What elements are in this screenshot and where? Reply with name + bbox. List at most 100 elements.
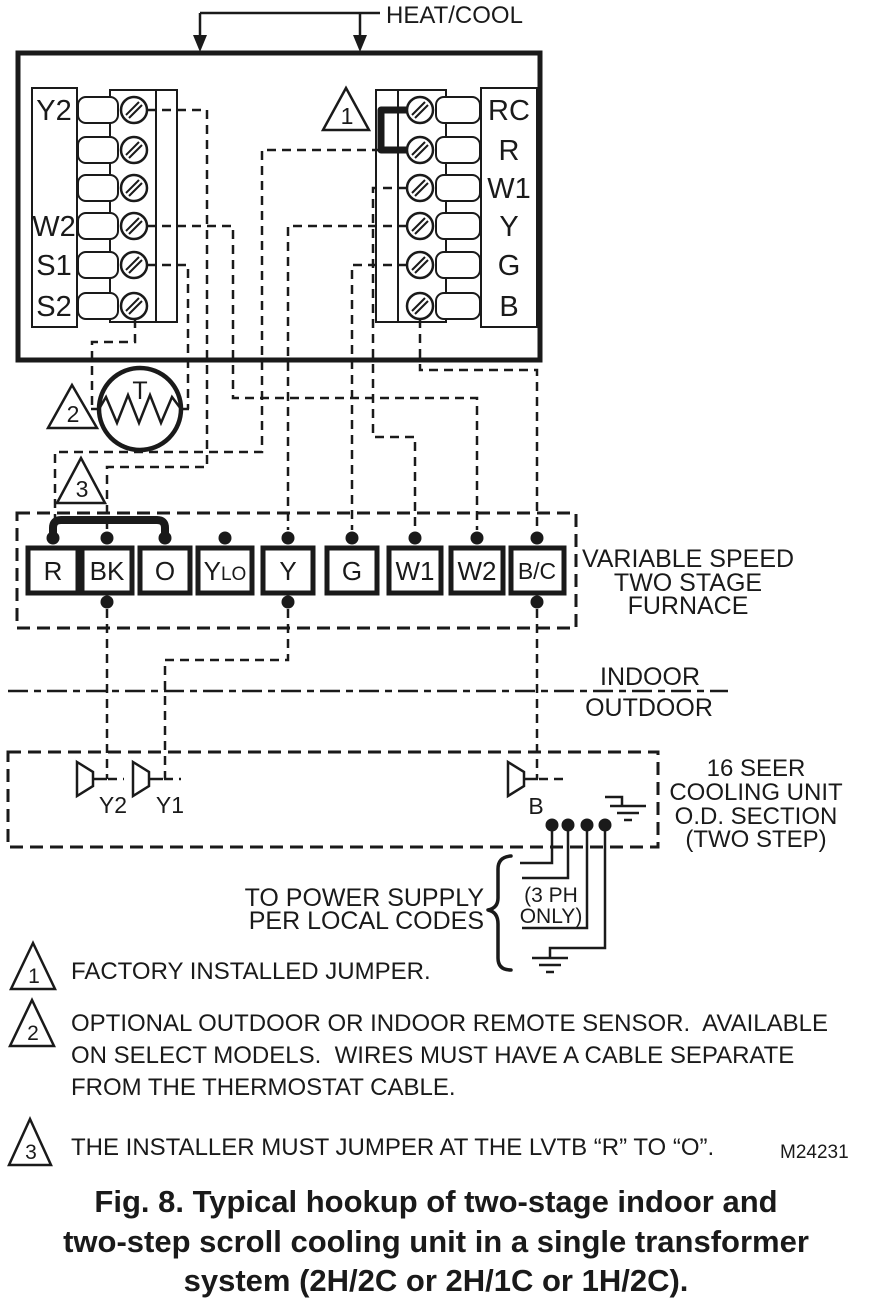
- document-number: M24231: [780, 1142, 849, 1163]
- power-supply-hookup: TO POWER SUPPLY PER LOCAL CODES (3 PH ON…: [245, 795, 648, 974]
- note-1-text: FACTORY INSTALLED JUMPER.: [71, 958, 431, 985]
- wire-g-to-furnace-g: [350, 263, 407, 530]
- three-phase-label-line2: ONLY): [520, 905, 583, 928]
- sensor-letter: T: [132, 377, 147, 405]
- ground-icon: [608, 804, 648, 822]
- caption-line1: Fig. 8. Typical hookup of two-stage indo…: [94, 1184, 777, 1219]
- power-wire-1: [520, 828, 554, 865]
- indoor-outdoor-divider: INDOOR OUTDOOR: [8, 663, 728, 722]
- furnace-terminal-o: [137, 545, 193, 596]
- cooling-label-line4: (TWO STEP): [685, 826, 826, 853]
- screw-terminal-b: [405, 291, 435, 321]
- furnace-terminal-label-ylo: YLO: [204, 556, 247, 586]
- callout-3: 3: [54, 455, 108, 505]
- wire-junction-dot: [46, 531, 60, 545]
- terminal-finger: [77, 251, 119, 279]
- cooling-terminal-label-b: B: [528, 793, 543, 819]
- wire-junction-dot: [530, 595, 544, 609]
- three-phase-label-line1: (3 PH: [524, 884, 578, 907]
- terminal-finger: [435, 251, 481, 279]
- ylo-sub: LO: [221, 564, 246, 585]
- screw-terminal-s1: [119, 250, 149, 280]
- furnace-terminal-label-r: R: [44, 556, 63, 586]
- furnace-terminal-ylo: [195, 545, 255, 596]
- wire-junction-dot: [218, 531, 232, 545]
- furnace-terminal-label-bc: B/C: [518, 558, 556, 584]
- screw-terminal-y: [405, 211, 435, 241]
- note-3-text: THE INSTALLER MUST JUMPER AT THE LVTB “R…: [71, 1134, 714, 1161]
- terminal-finger: [77, 292, 119, 320]
- spade-terminal-y2-icon: [75, 760, 109, 798]
- brace-icon: [486, 854, 513, 972]
- wire-junction-dot: [100, 531, 114, 545]
- terminal-label-b: B: [499, 291, 518, 323]
- screw-terminal-y2: [119, 95, 149, 125]
- furnace-terminal-label-bk: BK: [90, 556, 125, 586]
- furnace-label: VARIABLE SPEED TWO STAGE FURNACE: [582, 545, 794, 620]
- left-label-box: [31, 87, 78, 328]
- screw-terminal-w2: [119, 211, 149, 241]
- ground-icon: [530, 956, 570, 974]
- cooling-label-line1: 16 SEER: [707, 755, 806, 782]
- note-3-number: 3: [25, 1141, 37, 1164]
- wire-r-to-furnace-r: [53, 148, 381, 530]
- furnace-label-line3: FURNACE: [628, 592, 749, 620]
- note-2-text-line2: ON SELECT MODELS. WIRES MUST HAVE A CABL…: [71, 1042, 794, 1069]
- furnace-terminal-label-w2: W2: [458, 556, 497, 586]
- power-supply-label-line1: TO POWER SUPPLY: [245, 884, 485, 912]
- wire-junction-dot: [470, 531, 484, 545]
- callout-1-number: 1: [341, 103, 354, 129]
- chassis-ground-lead: [605, 795, 624, 805]
- cooling-unit-box: [6, 750, 660, 849]
- note-2-text-line3: FROM THE THERMOSTAT CABLE.: [71, 1074, 456, 1101]
- callout-3-number: 3: [76, 476, 89, 502]
- terminal-finger: [77, 174, 119, 202]
- terminal-label-w2: W2: [32, 211, 76, 243]
- thermostat-wires: [53, 108, 539, 530]
- note-3: 3 THE INSTALLER MUST JUMPER AT THE LVTB …: [7, 1115, 849, 1167]
- heat-cool-label: HEAT/COOL: [386, 2, 523, 29]
- triangle-2-icon: [45, 382, 100, 430]
- wire-y-to-furnace-y: [286, 224, 407, 530]
- thermostat-box: [15, 50, 543, 363]
- outdoor-label: OUTDOOR: [585, 694, 713, 722]
- terminal-label-s2: S2: [36, 291, 71, 323]
- wire-junction-dot: [281, 595, 295, 609]
- wire-junction-dot: [100, 595, 114, 609]
- heat-cool-callout: HEAT/COOL: [193, 2, 523, 52]
- power-wire-3: [522, 828, 589, 930]
- furnace-terminal-w2: [448, 545, 506, 596]
- note-2: 2 OPTIONAL OUTDOOR OR INDOOR REMOTE SENS…: [8, 997, 828, 1101]
- note-2-number: 2: [27, 1022, 39, 1045]
- triangle-3-icon: [7, 1115, 53, 1167]
- terminal-label-w1: W1: [487, 173, 531, 205]
- spade-terminal-b-icon: [506, 760, 540, 798]
- power-supply-label-line2: PER LOCAL CODES: [249, 907, 484, 935]
- furnace-label-line1: VARIABLE SPEED: [582, 545, 794, 573]
- terminal-label-r: R: [499, 135, 520, 167]
- furnace-terminal-g: [324, 545, 380, 596]
- cooling-unit-label: 16 SEER COOLING UNIT O.D. SECTION (TWO S…: [669, 755, 843, 853]
- triangle-1-icon: [9, 940, 57, 991]
- furnace-terminal-bk: [79, 545, 135, 596]
- furnace-box: [15, 511, 578, 630]
- cooling-terminal-label-y2: Y2: [99, 792, 127, 818]
- spade-terminal-y1-icon: [131, 760, 165, 798]
- wire-junction-dot: [408, 531, 422, 545]
- remote-sensor: T: [91, 365, 189, 453]
- wire-junction-dot: [281, 531, 295, 545]
- terminal-finger: [77, 96, 119, 124]
- callout-1: 1: [320, 85, 372, 132]
- triangle-3-icon: [54, 455, 108, 505]
- note-1-number: 1: [28, 965, 40, 988]
- triangle-1-icon: [320, 85, 372, 132]
- triangle-2-icon: [8, 997, 56, 1048]
- furnace-terminal-y: [260, 545, 316, 596]
- callout-2-number: 2: [67, 401, 80, 427]
- left-strip-plate: [109, 89, 178, 323]
- thermostat-right-terminal-strip: RC R W1 Y G B: [375, 87, 538, 328]
- arrow-down-icon: [353, 35, 367, 52]
- cooling-terminal-label-y1: Y1: [156, 792, 184, 818]
- wire-s1-to-sensor: [147, 263, 190, 409]
